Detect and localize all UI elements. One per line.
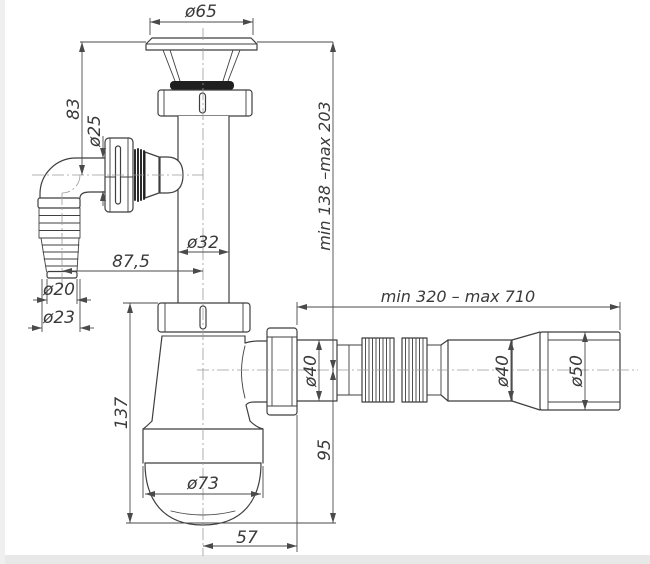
dim-label-length-range: min 320 – max 710 <box>381 287 535 306</box>
dim-label-branch-nut-diameter: ø25 <box>85 115 105 148</box>
flange-gasket <box>170 81 234 90</box>
outlet-union-nut <box>266 327 298 416</box>
dim-label-height-range: min 138 –max 203 <box>315 101 334 250</box>
dim-label-branch-height: 83 <box>64 98 84 120</box>
dimension-flange-diameter <box>149 18 254 35</box>
inlet-pipe <box>177 115 230 304</box>
sink-flange <box>145 37 258 90</box>
trap-inlet-nut <box>157 302 251 337</box>
photo-edge-left <box>0 0 5 564</box>
dimension-cup-diameter <box>142 466 264 498</box>
dim-label-hose-tip-diameter: ø20 <box>42 280 75 300</box>
dimension-hose-ribs-diameter <box>28 279 94 332</box>
trap-body <box>142 335 268 464</box>
dimension-outlet-offset <box>203 415 298 552</box>
centerlines <box>32 28 638 556</box>
hose-elbow <box>39 157 106 199</box>
outlet-cuff <box>539 331 621 411</box>
dimension-length-range <box>296 302 621 330</box>
dim-label-cup-diameter: ø73 <box>186 474 219 494</box>
dim-label-outlet-offset: 57 <box>236 528 258 548</box>
dim-label-branch-offset: 87,5 <box>112 252 150 272</box>
dim-label-flange-diameter: ø65 <box>184 2 217 22</box>
hose-barb <box>37 197 81 279</box>
dim-label-hose-ribs-diameter: ø23 <box>42 308 75 328</box>
dim-label-cuff-diameter: ø50 <box>567 355 587 388</box>
dim-label-outlet-diameter-near: ø40 <box>301 355 321 388</box>
dimension-lines <box>28 18 621 552</box>
photo-edge-bottom <box>0 555 650 564</box>
dim-label-outlet-diameter-far: ø40 <box>493 355 513 388</box>
flange-union-nut <box>157 89 253 117</box>
dim-label-trap-height: 137 <box>112 397 132 430</box>
dim-label-outlet-drop: 95 <box>315 439 335 461</box>
dimension-labels: ø65 83 ø25 ø32 87,5 min 138 –max 203 min… <box>42 2 587 548</box>
dim-label-pipe-diameter: ø32 <box>186 233 219 253</box>
dimension-trap-height <box>123 302 158 523</box>
dimension-hose-tip-diameter <box>33 279 91 304</box>
